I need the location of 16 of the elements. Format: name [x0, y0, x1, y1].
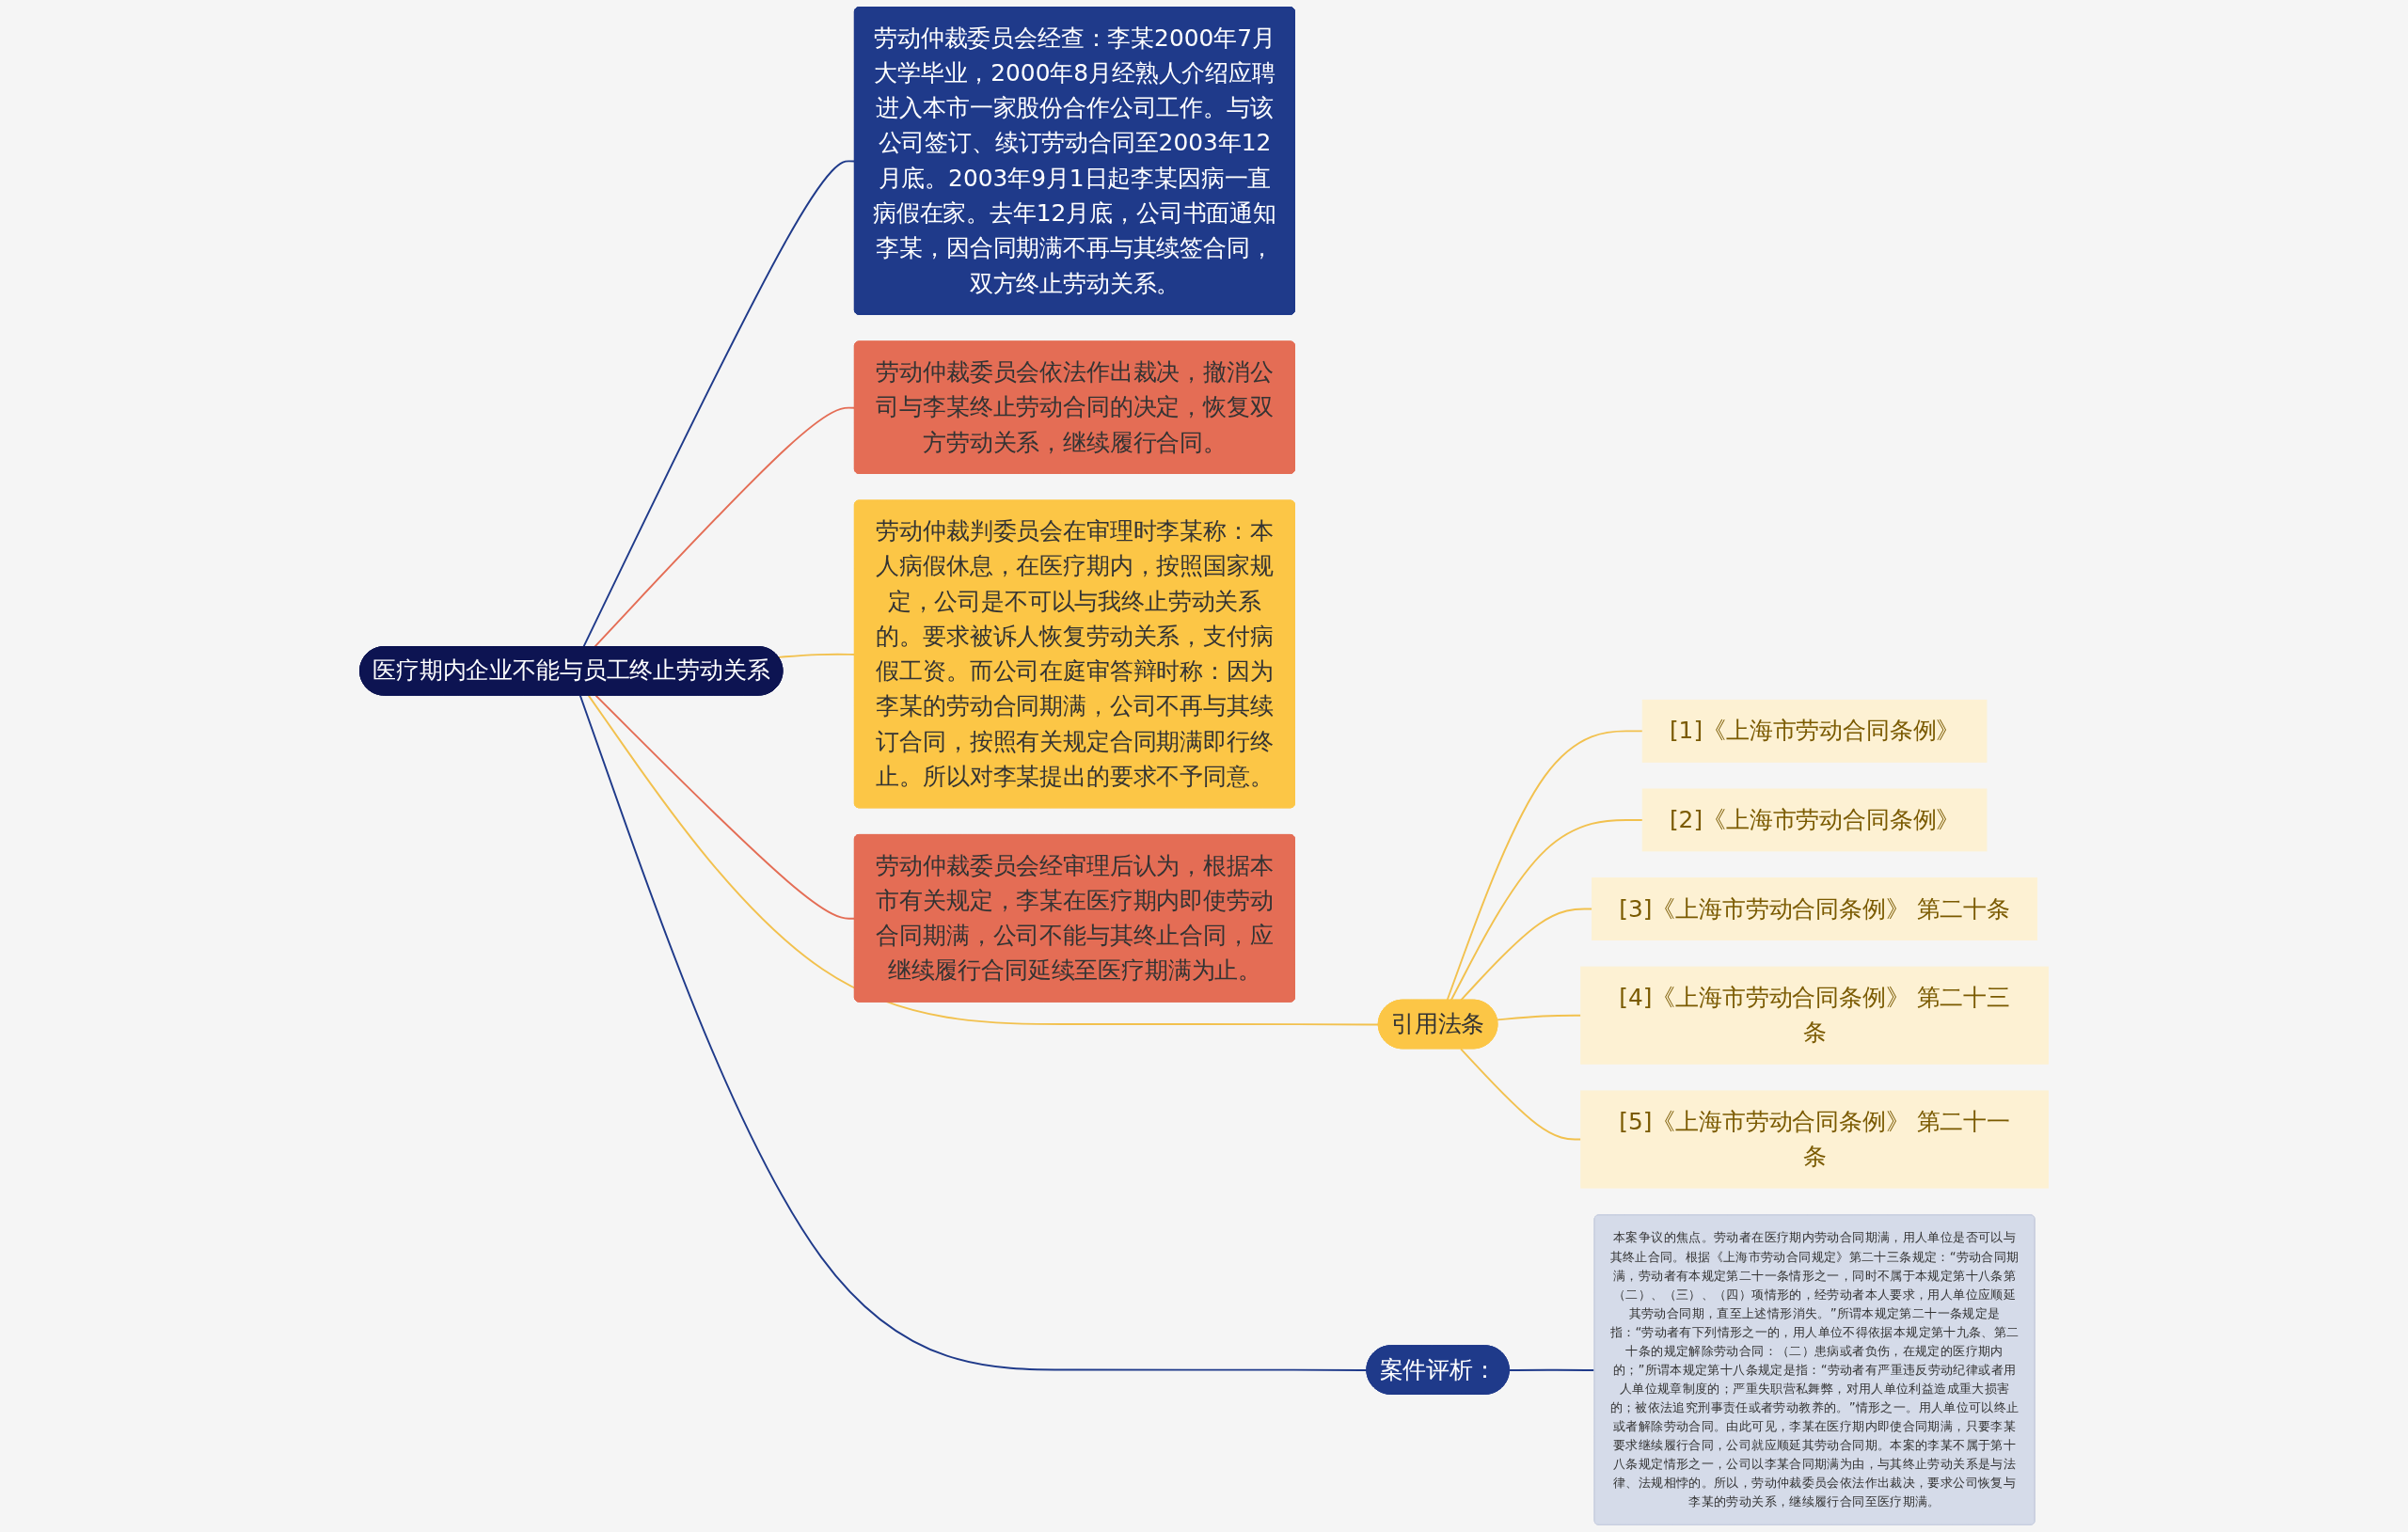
connector: [1460, 908, 1593, 1002]
node-box: [5]《上海市劳动合同条例》 第二十一条: [1580, 1090, 2049, 1189]
connector: [1446, 730, 1644, 1002]
node-box: [4]《上海市劳动合同条例》 第二十三条: [1580, 966, 2049, 1065]
connector: [1508, 1368, 1596, 1371]
node-box: [1]《上海市劳动合同条例》: [1641, 699, 1988, 763]
connector: [1496, 1014, 1582, 1021]
connector: [594, 694, 856, 920]
connector: [777, 653, 856, 658]
connector: [1450, 819, 1644, 1002]
connector: [582, 160, 856, 648]
node-box: [3]《上海市劳动合同条例》 第二十条: [1592, 877, 2038, 940]
connector: [1460, 1048, 1582, 1141]
connector: [594, 406, 856, 648]
connector: [587, 694, 1380, 1026]
node-box: [2]《上海市劳动合同条例》: [1641, 788, 1988, 852]
